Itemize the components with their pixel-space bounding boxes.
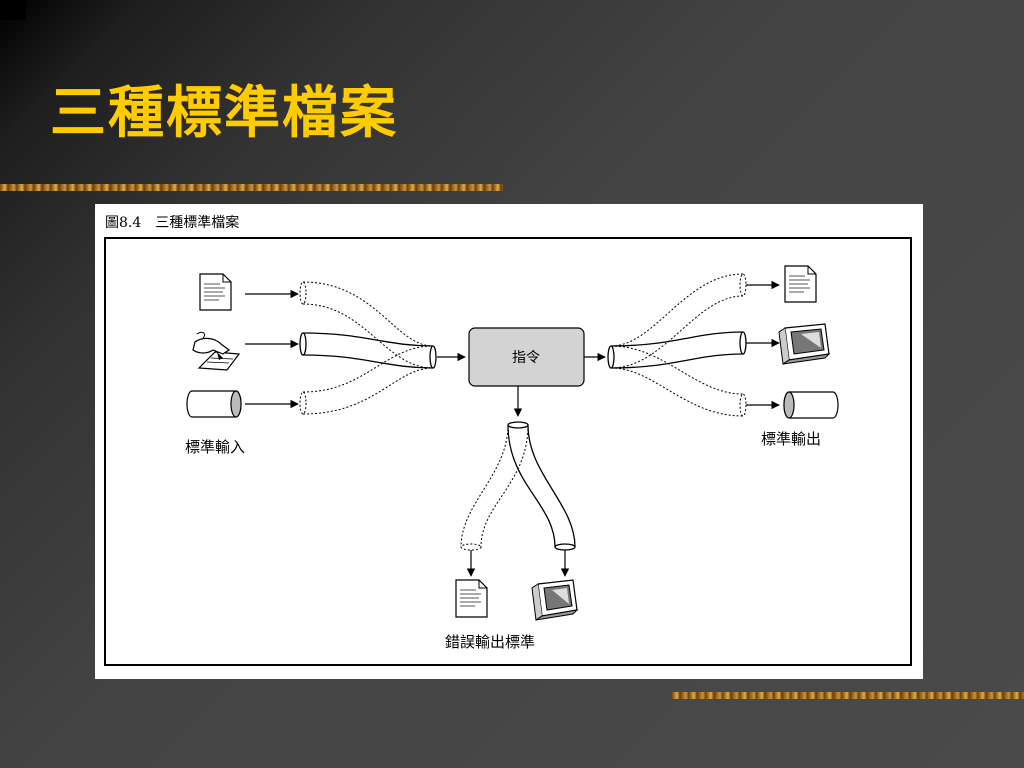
stdin-pipe-main bbox=[299, 332, 437, 369]
footer-divider bbox=[672, 692, 1024, 699]
keyboard-hand-icon bbox=[192, 331, 241, 371]
stdout-pipe-top bbox=[610, 273, 747, 369]
stdout-label: 標準輸出 bbox=[761, 430, 821, 448]
stderr-pipe-left bbox=[460, 424, 529, 551]
figure-frame bbox=[104, 237, 912, 666]
corner-mark bbox=[0, 0, 26, 20]
command-box: 指令 bbox=[468, 327, 585, 387]
document-icon bbox=[784, 265, 817, 303]
stderr-label: 錯誤輸出標準 bbox=[445, 633, 535, 651]
stdout-pipe-main bbox=[607, 331, 747, 369]
stdin-pipe-bottom bbox=[299, 345, 434, 415]
cylinder-file-icon bbox=[186, 390, 242, 418]
monitor-icon bbox=[778, 323, 831, 365]
stderr-pipe-main bbox=[507, 421, 576, 551]
figure-panel: 圖8.4 三種標準檔案 bbox=[95, 204, 923, 679]
cylinder-file-icon bbox=[783, 391, 839, 419]
standard-files-diagram: 圖8.4 三種標準檔案 bbox=[104, 214, 912, 666]
document-icon bbox=[455, 579, 488, 618]
monitor-icon bbox=[531, 579, 579, 621]
document-icon bbox=[199, 273, 232, 311]
stdin-label: 標準輸入 bbox=[185, 438, 245, 456]
figure-caption: 圖8.4 三種標準檔案 bbox=[105, 214, 239, 231]
title-divider bbox=[0, 184, 503, 191]
stdin-pipe-top bbox=[299, 281, 434, 369]
command-label: 指令 bbox=[512, 350, 540, 366]
stdout-pipe-bottom bbox=[610, 345, 747, 417]
slide-title: 三種標準檔案 bbox=[50, 81, 398, 146]
